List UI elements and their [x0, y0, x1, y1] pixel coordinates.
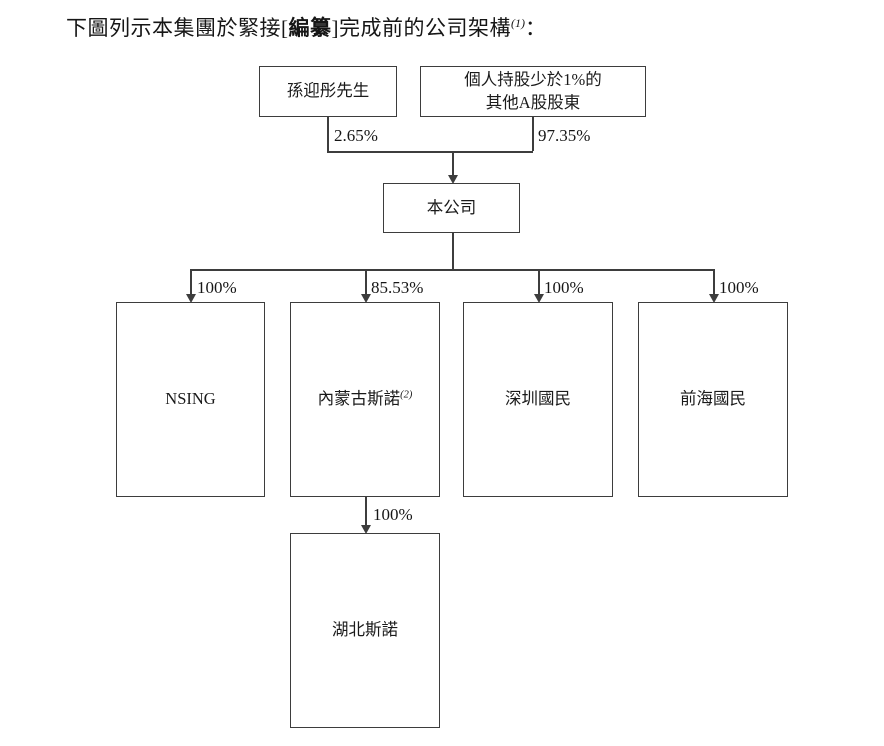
connector-top-horizontal — [327, 151, 533, 153]
title-footnote-ref: (1) — [511, 16, 525, 30]
node-sun-yingtong-label: 孫迎彤先生 — [286, 81, 370, 101]
arrowhead-to-qianhai — [709, 294, 719, 303]
connector-to-nsing — [190, 269, 192, 295]
edge-label-company-neimenggu: 85.53% — [371, 278, 424, 297]
title-colon: ： — [525, 16, 547, 40]
node-shenzhen-label: 深圳國民 — [505, 389, 571, 409]
edge-label-company-shenzhen: 100% — [544, 278, 584, 297]
node-hubei-sinuo: 湖北斯諾 — [290, 533, 440, 728]
title-bracket-open: [ — [281, 16, 289, 40]
node-sun-yingtong: 孫迎彤先生 — [259, 66, 397, 117]
arrowhead-to-shenzhen — [534, 294, 544, 303]
node-the-company: 本公司 — [383, 183, 520, 233]
node-shenzhen-guomin: 深圳國民 — [463, 302, 613, 497]
arrowhead-to-neimenggu — [361, 294, 371, 303]
node-nsing-label: NSING — [165, 389, 216, 409]
node-neimenggu-footnote-ref: (2) — [400, 389, 413, 401]
node-qianhai-label: 前海國民 — [680, 389, 746, 409]
node-neimenggu-label: 內蒙古斯諾 — [317, 389, 401, 409]
title-prefix: 下圖列示本集團於緊接 — [66, 16, 281, 40]
node-public-label-line1: 個人持股少於1%的 — [464, 69, 602, 89]
node-public-label-line2: 其他A股股東 — [485, 92, 581, 112]
connector-company-down — [452, 233, 454, 270]
node-neimenggu-sinuo: 內蒙古斯諾(2) — [290, 302, 440, 497]
node-qianhai-guomin: 前海國民 — [638, 302, 788, 497]
title-bracket-close: ] — [331, 16, 339, 40]
arrowhead-to-nsing — [186, 294, 196, 303]
node-public-a-share-holders: 個人持股少於1%的 其他A股股東 — [420, 66, 646, 117]
edge-label-company-nsing: 100% — [197, 278, 237, 297]
edge-label-company-qianhai: 100% — [719, 278, 759, 297]
edge-label-public-company: 97.35% — [538, 126, 591, 145]
connector-mid-horizontal — [190, 269, 714, 271]
node-neimenggu-label-wrap: 內蒙古斯諾(2) — [318, 388, 413, 411]
node-the-company-label: 本公司 — [426, 197, 477, 217]
connector-into-company — [452, 151, 454, 176]
arrowhead-to-hubei — [361, 525, 371, 534]
connector-sun-down — [327, 117, 329, 151]
title-redacted-term: 編纂 — [288, 16, 332, 40]
node-nsing: NSING — [116, 302, 265, 497]
connector-public-down — [532, 117, 534, 151]
arrowhead-into-company — [448, 175, 458, 184]
connector-to-qianhai — [713, 269, 715, 295]
edge-label-sun-company: 2.65% — [334, 126, 378, 145]
title-suffix: 完成前的公司架構 — [339, 16, 511, 40]
page-title: 下圖列示本集團於緊接[編纂]完成前的公司架構(1)： — [66, 12, 547, 42]
edge-label-neimenggu-hubei: 100% — [373, 505, 413, 524]
node-hubei-label: 湖北斯諾 — [332, 620, 398, 640]
connector-to-hubei — [365, 497, 367, 526]
connector-to-shenzhen — [538, 269, 540, 295]
connector-to-neimenggu — [365, 269, 367, 295]
